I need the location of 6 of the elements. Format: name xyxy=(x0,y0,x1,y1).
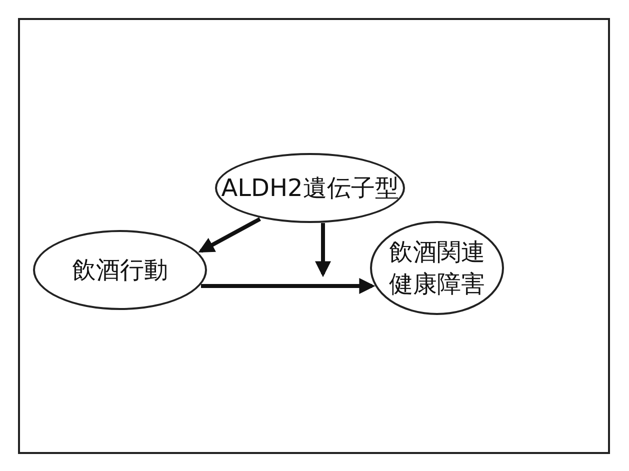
arrow xyxy=(198,217,261,253)
node-label: ALDH2遺伝子型 xyxy=(221,173,399,204)
arrow xyxy=(201,278,376,294)
node-label: 飲酒関連健康障害 xyxy=(388,237,486,300)
node-label: 飲酒行動 xyxy=(72,255,168,286)
arrow xyxy=(315,223,331,278)
